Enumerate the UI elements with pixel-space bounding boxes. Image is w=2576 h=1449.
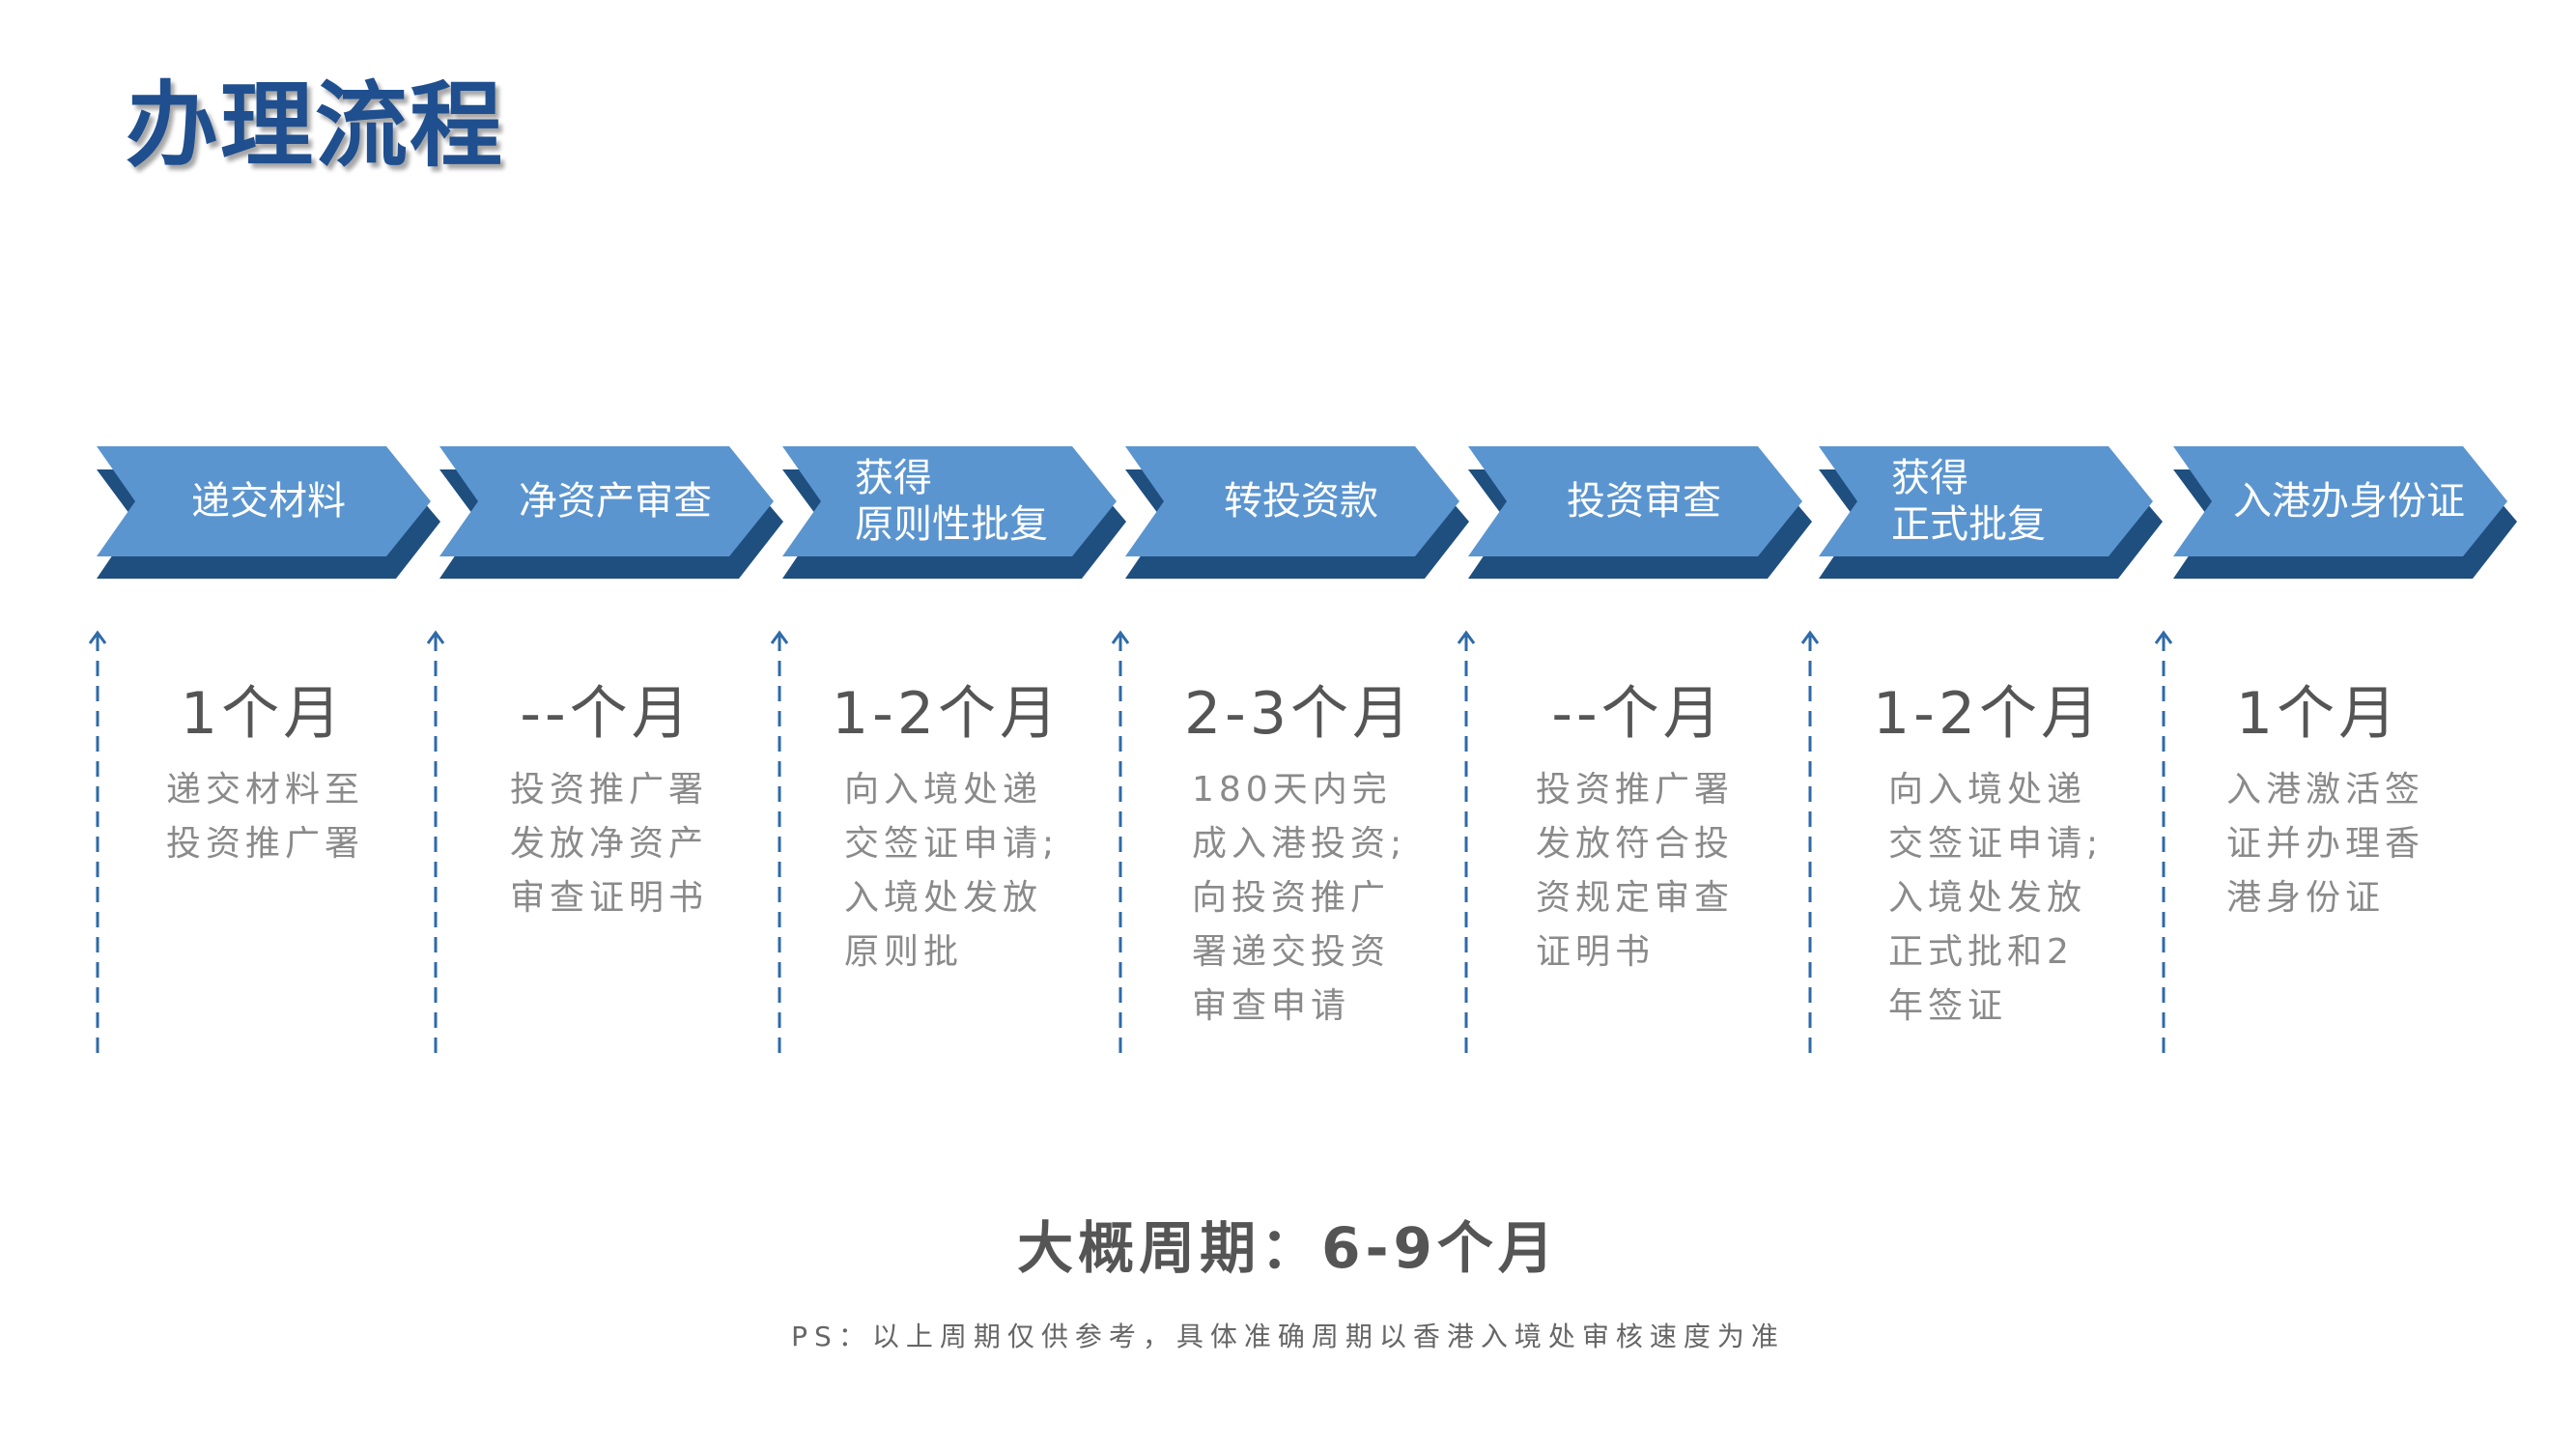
timeline-divider [426,630,445,1065]
chevron-front [1125,446,1459,556]
step-description: 递交材料至 投资推广署 [166,770,365,864]
chevron-front [97,446,431,556]
process-step-label: 入港办身份证 [2233,479,2465,524]
dashed-up-arrow-icon [88,630,107,1063]
chevron-arrow-icon [1819,446,2163,579]
chevron-arrow-icon [439,446,783,579]
dashed-up-arrow-icon [1111,630,1130,1063]
timeline-divider [770,630,789,1065]
chevron-front [1819,446,2153,556]
process-step-6: 获得 正式批复 [1819,446,2166,582]
chevron-arrow-icon [2173,446,2517,579]
step-duration: --个月 [520,680,694,748]
step-duration: 1个月 [2235,680,2401,748]
process-step-label: 递交材料 [191,479,346,524]
process-step-label: 获得 原则性批复 [855,456,1048,547]
step-description: 投资推广署 发放符合投 资规定审查 证明书 [1536,770,1735,972]
dashed-up-arrow-icon [1800,630,1820,1063]
chevron-arrow-icon [782,446,1126,579]
timeline-divider [1800,630,1820,1065]
total-period: 大概周期：6-9个月 [1017,1215,1559,1281]
step-duration: 1-2个月 [1873,680,2103,748]
process-step-3: 获得 原则性批复 [782,446,1130,582]
page-title: 办理流程 [126,71,504,180]
chevron-arrow-icon [1468,446,1812,579]
step-description: 向入境处递 交签证申请; 入境处发放 原则批 [844,770,1060,972]
process-step-4: 转投资款 [1125,446,1473,582]
chevron-front [439,446,774,556]
step-duration: 2-3个月 [1184,680,1414,748]
process-step-2: 净资产审查 [439,446,787,582]
step-description: 投资推广署 发放净资产 审查证明书 [510,770,709,918]
timeline-divider [1111,630,1130,1065]
footnote: PS：以上周期仅供参考，具体准确周期以香港入境处审核速度为准 [791,1321,1785,1352]
dashed-up-arrow-icon [770,630,789,1063]
timeline-divider [88,630,107,1065]
chevron-arrow-icon [1125,446,1469,579]
step-duration: 1-2个月 [832,680,1062,748]
dashed-up-arrow-icon [426,630,445,1063]
process-step-label: 转投资款 [1224,479,1378,524]
process-step-label: 获得 正式批复 [1891,456,2046,547]
timeline-divider [1457,630,1476,1065]
timeline-divider [2154,630,2173,1065]
chevron-front [1468,446,1802,556]
dashed-up-arrow-icon [2154,630,2173,1063]
process-step-5: 投资审查 [1468,446,1816,582]
step-description: 向入境处递 交签证申请; 入境处发放 正式批和2 年签证 [1888,770,2104,1026]
step-description: 180天内完 成入港投资; 向投资推广 署递交投资 审查申请 [1192,770,1407,1026]
step-description: 入港激活签 证并办理香 港身份证 [2226,770,2425,918]
step-duration: 1个月 [180,680,346,748]
process-step-label: 投资审查 [1567,479,1721,524]
dashed-up-arrow-icon [1457,630,1476,1063]
chevron-front [782,446,1117,556]
chevron-front [2173,446,2507,556]
step-duration: --个月 [1551,680,1725,748]
process-step-7: 入港办身份证 [2173,446,2521,582]
process-step-1: 递交材料 [97,446,444,582]
chevron-arrow-icon [97,446,440,579]
process-step-label: 净资产审查 [519,479,712,524]
